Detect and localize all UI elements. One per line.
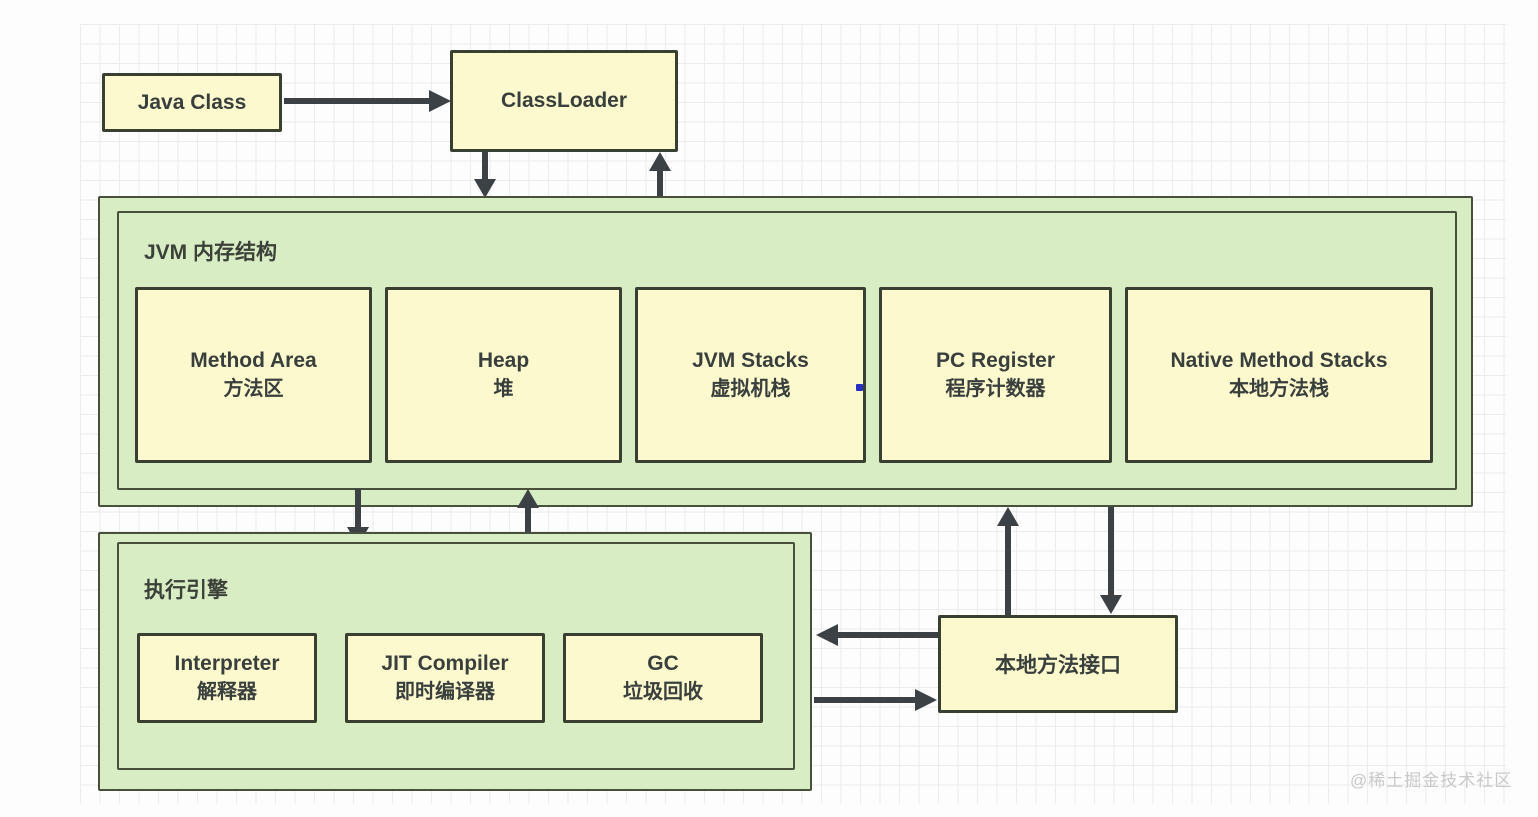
node-pc-register: PC Register 程序计数器 bbox=[879, 287, 1112, 463]
classloader-label: ClassLoader bbox=[500, 89, 628, 112]
node-classloader: ClassLoader bbox=[450, 50, 678, 152]
arrow-head-up-icon bbox=[517, 489, 539, 508]
jvm-stacks-label-en: JVM Stacks bbox=[692, 349, 809, 372]
arrow-head-down-icon bbox=[1100, 595, 1122, 614]
arrow-shaft bbox=[836, 632, 938, 638]
gc-label-zh: 垃圾回收 bbox=[623, 681, 703, 703]
node-native-method-stacks: Native Method Stacks 本地方法栈 bbox=[1125, 287, 1433, 463]
arrow-shaft bbox=[482, 152, 488, 181]
native-method-stacks-label-zh: 本地方法栈 bbox=[1229, 378, 1329, 400]
heap-label-en: Heap bbox=[477, 349, 530, 372]
interpreter-label-en: Interpreter bbox=[174, 652, 280, 675]
method-area-label-en: Method Area bbox=[190, 349, 317, 372]
execution-engine-title: 执行引擎 bbox=[144, 579, 228, 602]
arrow-head-right-icon bbox=[915, 689, 937, 711]
node-jit-compiler: JIT Compiler 即时编译器 bbox=[345, 633, 545, 723]
native-interface-label: 本地方法接口 bbox=[995, 654, 1121, 677]
arrow-shaft bbox=[1108, 507, 1114, 597]
container-jvm-memory-inner-border bbox=[117, 211, 1457, 490]
arrow-shaft bbox=[814, 697, 917, 703]
arrow-head-left-icon bbox=[816, 624, 838, 646]
jvm-memory-title: JVM 内存结构 bbox=[144, 241, 278, 264]
cursor-dot bbox=[856, 384, 863, 391]
pc-register-label-en: PC Register bbox=[935, 349, 1056, 372]
arrow-shaft bbox=[1005, 523, 1011, 615]
method-area-label-zh: 方法区 bbox=[223, 378, 284, 400]
arrow-shaft bbox=[284, 98, 432, 104]
native-method-stacks-label-en: Native Method Stacks bbox=[1170, 349, 1388, 372]
arrow-shaft bbox=[355, 489, 361, 529]
jvm-stacks-label-zh: 虚拟机栈 bbox=[710, 378, 791, 400]
node-heap: Heap 堆 bbox=[385, 287, 622, 463]
interpreter-label-zh: 解释器 bbox=[197, 681, 257, 703]
jit-compiler-label-zh: 即时编译器 bbox=[395, 681, 495, 703]
node-interpreter: Interpreter 解释器 bbox=[137, 633, 317, 723]
arrow-shaft bbox=[657, 168, 663, 196]
watermark: @稀土掘金技术社区 bbox=[1350, 771, 1513, 790]
node-jvm-stacks: JVM Stacks 虚拟机栈 bbox=[635, 287, 866, 463]
arrow-head-down-icon bbox=[474, 179, 496, 198]
node-java-class: Java Class bbox=[102, 73, 282, 132]
node-native-interface: 本地方法接口 bbox=[938, 615, 1178, 713]
arrow-head-up-icon bbox=[649, 152, 671, 171]
arrow-shaft bbox=[525, 505, 531, 545]
container-execution-engine-inner-border bbox=[117, 542, 795, 770]
java-class-label: Java Class bbox=[137, 90, 247, 114]
node-method-area: Method Area 方法区 bbox=[135, 287, 372, 463]
gc-label-en: GC bbox=[647, 652, 679, 675]
pc-register-label-zh: 程序计数器 bbox=[945, 378, 1046, 400]
arrow-head-right-icon bbox=[429, 90, 451, 112]
jit-compiler-label-en: JIT Compiler bbox=[381, 652, 509, 675]
heap-label-zh: 堆 bbox=[493, 378, 514, 400]
node-gc: GC 垃圾回收 bbox=[563, 633, 763, 723]
arrow-head-up-icon bbox=[997, 507, 1019, 526]
